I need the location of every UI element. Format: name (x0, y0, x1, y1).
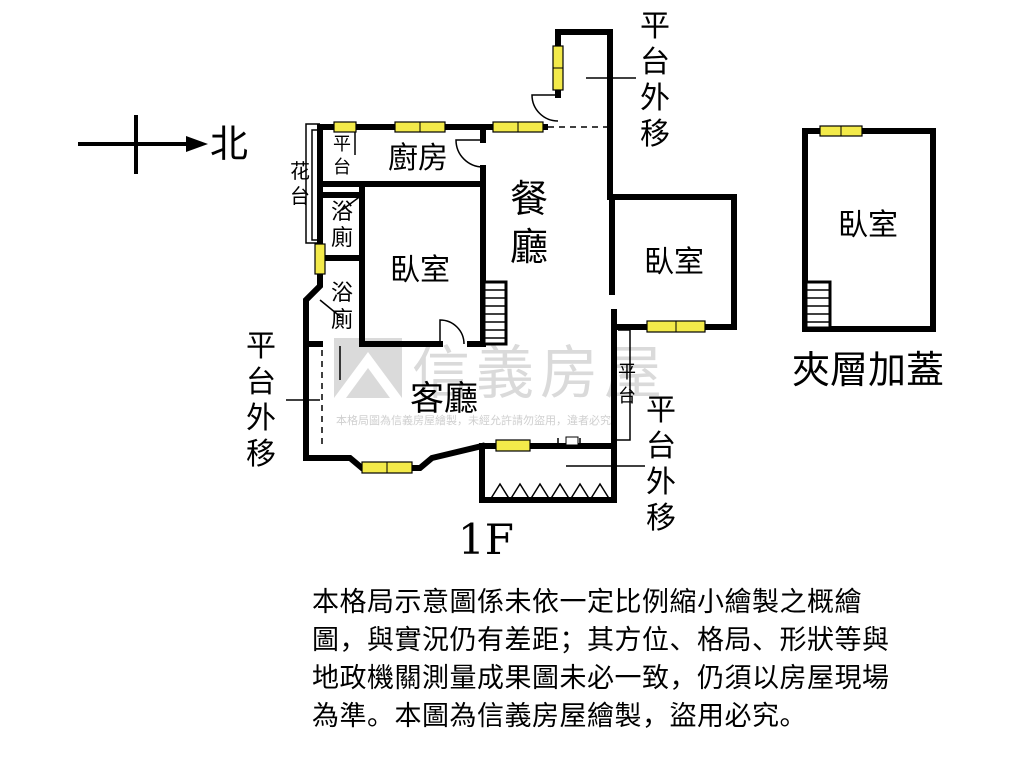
window (646, 320, 706, 333)
room-label-bedroom-right: 臥室 (644, 245, 704, 280)
platform-moved-left: 平 台 外 移 (246, 329, 276, 472)
watermark: 信義房屋 本格局圖為信義房屋繪製，未經允許請勿盜用，違者必究 (334, 338, 668, 427)
room-label-mezz-bedroom: 臥室 (838, 208, 898, 243)
room-label-bedroom-center: 臥室 (390, 253, 450, 288)
platform-right-small-2: 台 (618, 386, 636, 407)
compass-label: 北 (210, 122, 248, 166)
flower-bed-1: 花 (290, 159, 310, 183)
platform-moved-char: 平 (246, 329, 276, 364)
compass: 北 (78, 115, 248, 174)
platform-moved-char: 平 (640, 9, 670, 44)
window (333, 121, 357, 133)
room-label-kitchen: 廚房 (388, 141, 448, 176)
platform-moved-char: 移 (246, 437, 276, 472)
platform-moved-char: 台 (640, 45, 670, 80)
window (394, 121, 446, 133)
platform-right-small-1: 平 (618, 362, 636, 383)
room-label-bath-lower-2: 廁 (331, 308, 353, 333)
room-label-dining-2: 廳 (510, 225, 548, 269)
watermark-brand: 信義房屋 (412, 339, 668, 407)
platform-moved-char: 外 (246, 401, 276, 436)
platform-moved-char: 平 (646, 393, 676, 428)
platform-moved-bottom-right: 平 台 外 移 (646, 393, 676, 536)
room-label-dining-1: 餐 (510, 177, 548, 221)
window (495, 439, 531, 452)
mezzanine-label: 夾層加蓋 (792, 348, 944, 392)
platform-moved-char: 外 (640, 81, 670, 116)
windows (314, 45, 706, 474)
window (314, 243, 326, 275)
flower-bed-2: 台 (290, 184, 310, 208)
room-label-bath-upper-2: 廁 (331, 226, 353, 251)
folding-door-icon (482, 482, 614, 502)
room-label-living: 客廳 (410, 379, 478, 419)
room-label-bath-lower-1: 浴 (331, 281, 353, 306)
watermark-notice: 本格局圖為信義房屋繪製，未經允許請勿盜用，違者必究 (336, 413, 611, 427)
platform-moved-char: 外 (646, 465, 676, 500)
platform-small-2: 台 (333, 157, 351, 178)
brand-logo-icon (334, 338, 402, 398)
window (361, 461, 413, 474)
mezzanine-stairs-icon (804, 280, 832, 330)
platform-moved-char: 台 (646, 429, 676, 464)
window (492, 121, 544, 133)
platform-small-1: 平 (333, 134, 351, 155)
north-arrow-icon (186, 136, 208, 152)
platform-moved-char: 移 (646, 501, 676, 536)
floor-label: 1F (458, 515, 514, 564)
window (552, 45, 564, 91)
disclaimer-text: 本格局示意圖係未依一定比例縮小繪製之概繪圖，與實況仍有差距；其方位、格局、形狀等… (312, 587, 890, 732)
stairs-icon (482, 280, 508, 346)
mezzanine: 臥室 夾層加蓋 (792, 125, 944, 392)
room-labels: 廚房 餐 廳 臥室 臥室 客廳 浴 廁 浴 廁 平 台 花 台 平 台 (290, 134, 704, 419)
platform-moved-char: 台 (246, 365, 276, 400)
thin-lines (286, 77, 645, 467)
platform-moved-top-right: 平 台 外 移 (640, 9, 670, 152)
platform-moved-char: 移 (640, 117, 670, 152)
room-label-bath-upper-1: 浴 (331, 200, 353, 225)
